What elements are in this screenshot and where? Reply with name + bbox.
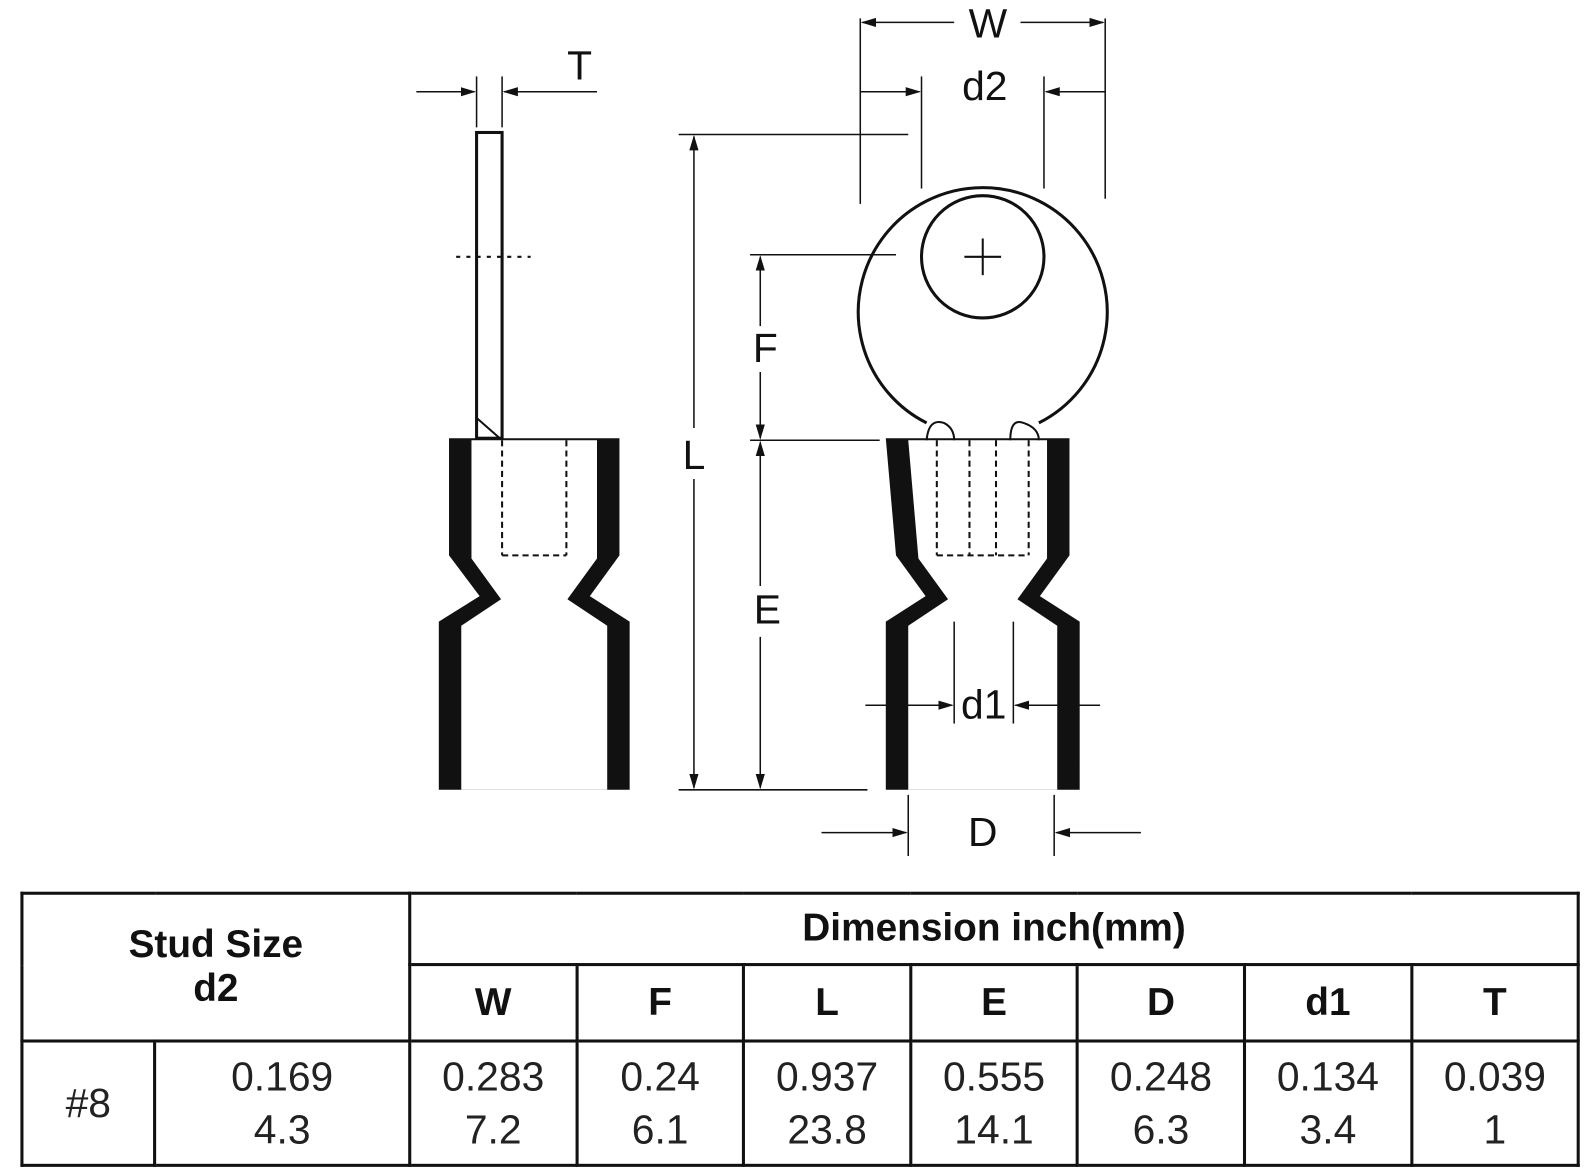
- label-F: F: [753, 325, 778, 371]
- label-E: E: [754, 587, 781, 633]
- label-d2: d2: [962, 63, 1007, 109]
- column-headers: W F L E D d1 T: [22, 963, 1580, 1043]
- label-D: D: [968, 809, 997, 855]
- side-view: [438, 130, 630, 790]
- stud-cell: #8: [20, 1039, 157, 1167]
- dimension-lines: [416, 17, 1141, 857]
- col-header-T: T: [1409, 963, 1580, 1043]
- label-L: L: [683, 432, 706, 478]
- col-header-F: F: [575, 963, 746, 1043]
- label-W: W: [969, 1, 1008, 47]
- col-header-W: W: [408, 963, 579, 1043]
- col-header-E: E: [909, 963, 1080, 1043]
- dimension-header: Dimension inch(mm): [408, 891, 1580, 967]
- label-T: T: [567, 43, 592, 89]
- col-header-L: L: [742, 963, 913, 1043]
- ring-terminal-drawing: T W d2 L F E d1 D: [416, 1, 1141, 857]
- col-header-D: D: [1075, 963, 1246, 1043]
- label-d1: d1: [961, 681, 1006, 727]
- col-header-d1: d1: [1242, 963, 1413, 1043]
